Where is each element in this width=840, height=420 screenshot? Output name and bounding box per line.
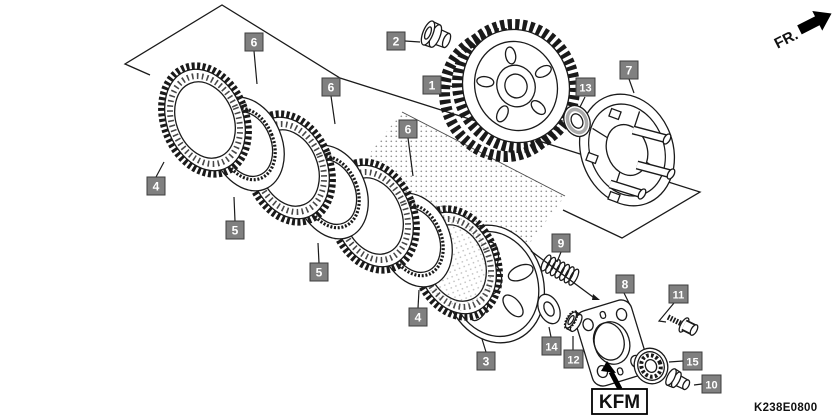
callout-leader-4 <box>417 289 420 309</box>
callout-label: 15 <box>686 357 698 369</box>
callout-label: 12 <box>567 355 579 367</box>
callout-label: 9 <box>558 237 565 251</box>
callout-box-1 <box>422 75 442 95</box>
clutch-disc-stack <box>146 53 515 331</box>
callout-label: 14 <box>545 342 558 354</box>
callout-leader-4 <box>155 161 165 178</box>
callout-leader-13 <box>579 96 586 108</box>
callout-leader-1 <box>440 84 458 88</box>
callouts: 2 1 6 6 6 13 7 4 5 5 4 3 9 8 11 14 12 15 10 <box>146 31 722 394</box>
callout-leader-7 <box>628 78 635 94</box>
callout-leader-6 <box>253 50 258 85</box>
callout-label: 8 <box>622 278 629 292</box>
callout-label: 7 <box>626 64 633 78</box>
callout-box-10 <box>701 374 722 394</box>
callout-box-5 <box>309 262 329 282</box>
clutch-outer-basket <box>439 18 580 163</box>
callout-leader-5 <box>317 242 320 264</box>
callout-leader-3 <box>481 338 487 353</box>
callout-box-14 <box>541 336 562 356</box>
callout-label: 11 <box>673 290 685 302</box>
callout-label: 6 <box>405 123 412 137</box>
callout-leader-6 <box>330 95 336 125</box>
pressure-plate-studs <box>608 125 676 200</box>
callout-box-6 <box>321 77 341 97</box>
callout-leader-15 <box>668 360 684 363</box>
callout-box-11 <box>668 284 689 304</box>
callout-label: 13 <box>579 83 591 95</box>
flange-bolt-11 <box>666 314 699 336</box>
plug-10 <box>665 368 691 391</box>
fr-direction-arrow: FR. <box>772 11 832 52</box>
thrust-washer-13 <box>563 104 591 138</box>
kfm-pointer-arrow <box>601 361 623 391</box>
callout-label: 10 <box>705 380 717 392</box>
callout-label: 4 <box>415 311 422 325</box>
callout-box-3 <box>476 351 496 371</box>
lock-nut-12 <box>563 310 583 333</box>
callout-box-7 <box>619 60 639 80</box>
callout-leader-9 <box>556 251 562 263</box>
callout-leader-10 <box>693 383 703 386</box>
lifter-spring <box>540 254 580 286</box>
callout-box-15 <box>682 351 703 371</box>
fr-direction-label: FR. <box>772 26 801 52</box>
callout-box-6 <box>244 32 264 52</box>
kfm-variant-box: KFM <box>591 388 648 415</box>
callout-leader-6 <box>407 137 414 177</box>
diagram-code: K238E0800 <box>754 402 817 414</box>
callout-leader-5 <box>233 196 236 222</box>
pressure-plate <box>578 93 676 207</box>
callout-box-8 <box>615 274 635 294</box>
callout-label: 5 <box>316 266 323 280</box>
washer-14 <box>537 293 561 325</box>
callout-label: 3 <box>483 355 490 369</box>
ball-bearing-15 <box>633 347 669 385</box>
callout-label: 5 <box>232 224 239 238</box>
callout-label: 6 <box>251 36 258 50</box>
callout-box-5 <box>225 220 245 240</box>
callout-label: 1 <box>429 79 436 93</box>
callout-leader-11 <box>657 302 675 323</box>
callout-box-4 <box>146 176 166 196</box>
outer-guide-bushing <box>420 20 452 49</box>
callout-box-12 <box>563 349 584 369</box>
callout-box-4 <box>408 307 428 327</box>
callout-label: 2 <box>393 35 400 49</box>
callout-box-2 <box>386 31 406 51</box>
callout-leader-14 <box>548 326 552 338</box>
callout-leader-8 <box>623 292 631 306</box>
flange-plate-kfm <box>574 299 650 387</box>
kfm-variant-label: KFM <box>599 392 640 413</box>
callout-box-9 <box>551 233 571 253</box>
callout-box-6 <box>398 119 418 139</box>
callout-label: 4 <box>153 180 160 194</box>
fr-arrow-glyph <box>797 11 832 35</box>
callout-box-13 <box>575 77 596 97</box>
callout-label: 6 <box>328 81 335 95</box>
callout-leader-2 <box>404 40 421 43</box>
